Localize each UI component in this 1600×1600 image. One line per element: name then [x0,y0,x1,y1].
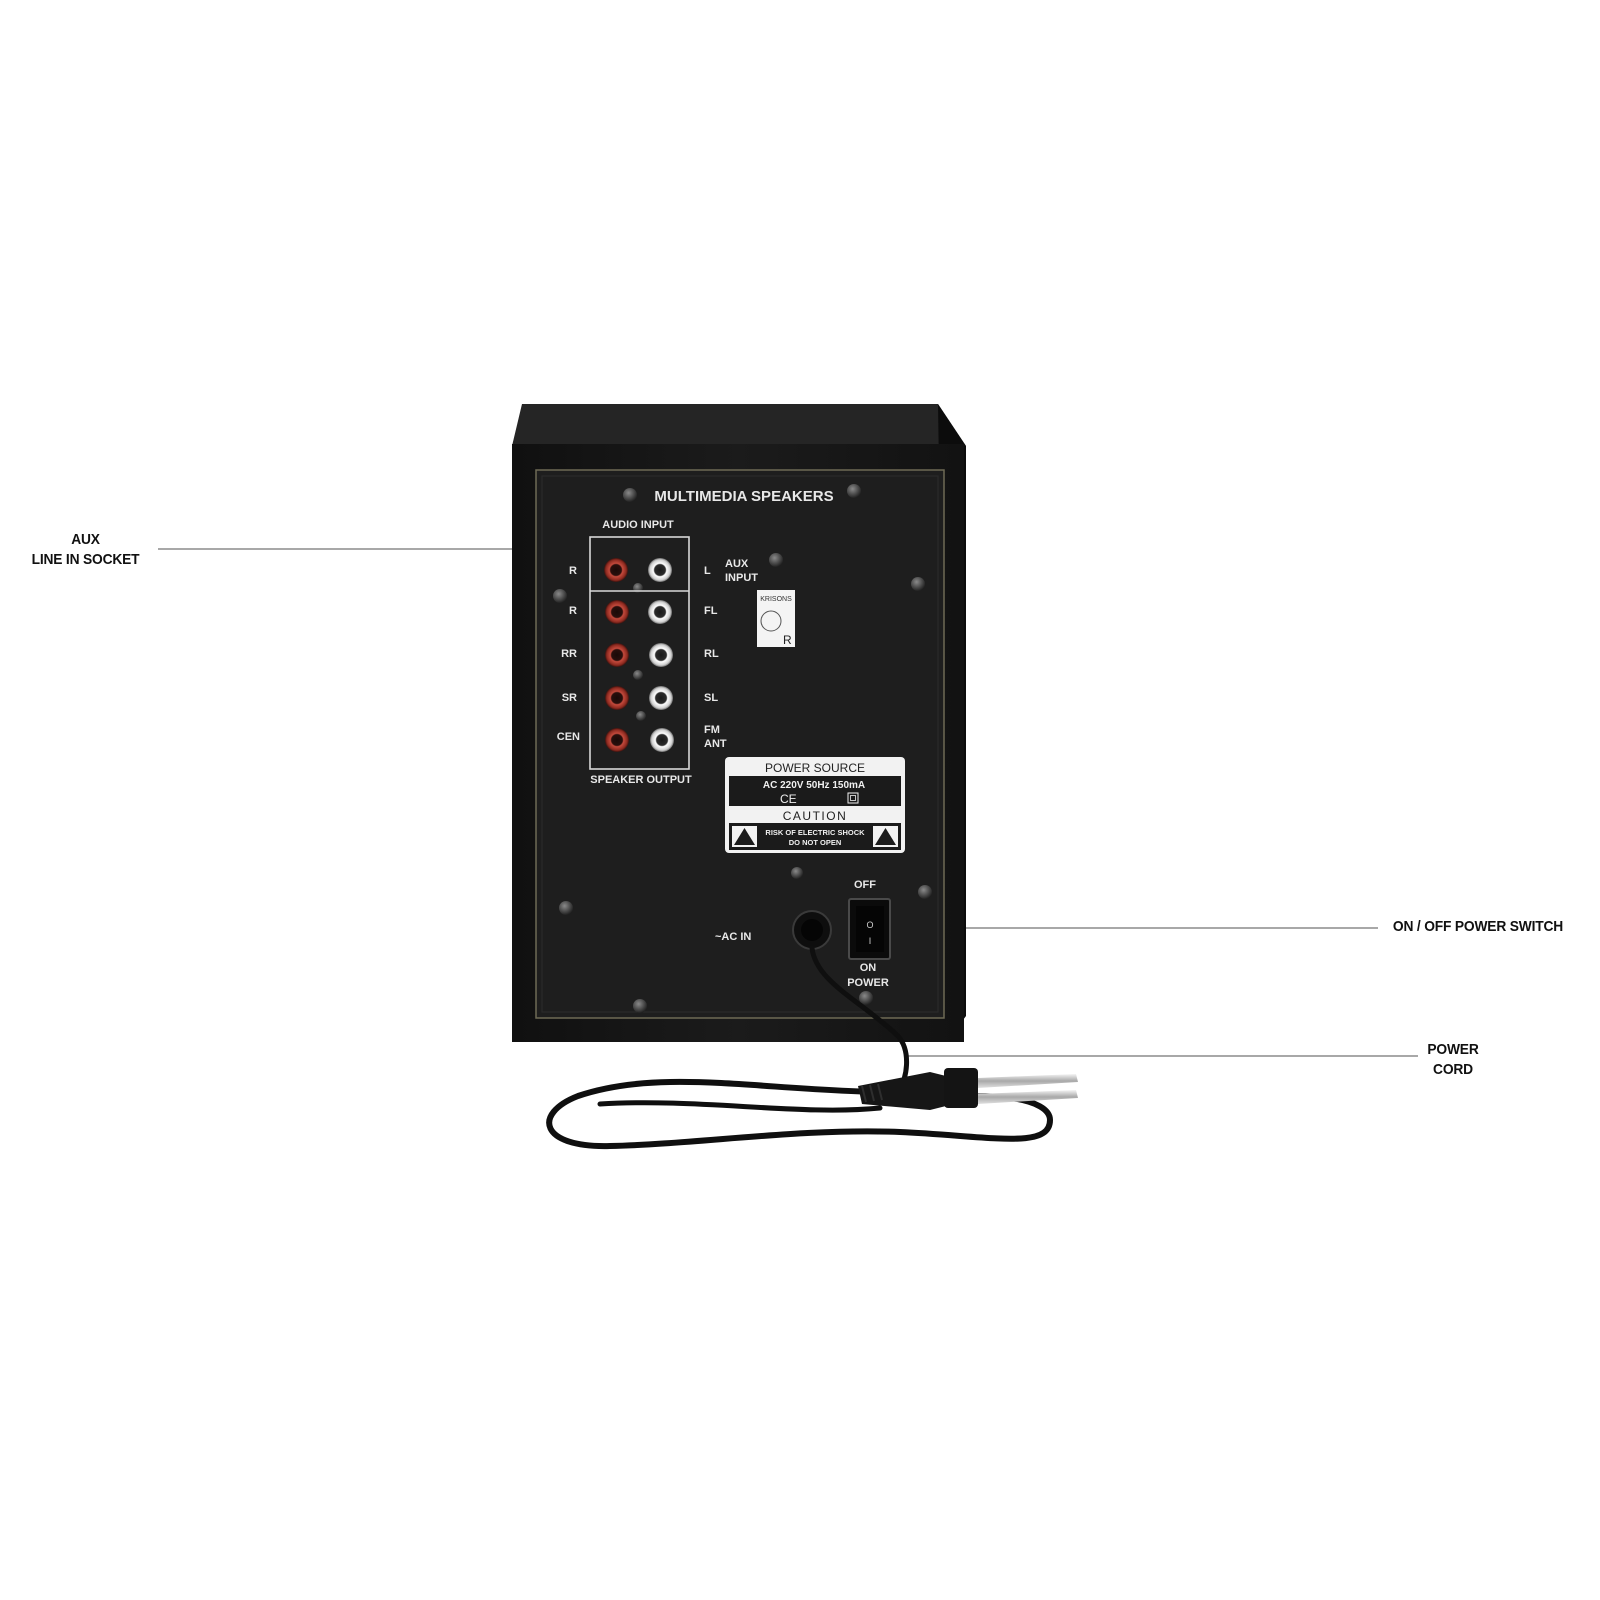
jack-label-right-extra: ANT [704,738,727,750]
rca-jack-red-icon [605,643,629,667]
screw-icon [791,867,803,879]
leader-line-cord [908,1055,1418,1057]
aux-input-label-line1: AUX [725,558,749,570]
aux-input-label-line2: INPUT [725,572,758,584]
ce-mark: CE [780,792,797,806]
callout-switch-line1: ON / OFF POWER SWITCH [1392,918,1564,935]
jack-label-left-3: SR [562,692,577,704]
switch-power-label: POWER [847,977,889,989]
jack-label-right-3: SL [704,692,718,704]
callout-aux-line-in: AUX LINE IN SOCKET [23,530,147,570]
callout-cord-line1: POWER [1427,1041,1479,1058]
cabinet-top-face [512,404,966,446]
screw-icon [633,999,647,1013]
audio-input-label: AUDIO INPUT [602,519,674,531]
power-source-label: POWER SOURCE AC 220V 50Hz 150mA CE CAUTI… [725,757,905,853]
screw-icon [559,901,573,915]
power-source-header: POWER SOURCE [765,761,865,775]
jack-label-right-2: RL [704,648,719,660]
qc-sticker: KRISONS R [757,590,795,647]
callout-power-cord: POWER CORD [1412,1040,1495,1080]
screw-icon [911,577,925,591]
switch-on-symbol: I [869,936,872,946]
screw-icon [769,553,783,567]
rca-jack-red-icon [605,686,629,710]
callout-cord-line2: CORD [1433,1061,1473,1078]
rca-jacks[interactable] [604,558,674,752]
switch-on-label: ON [860,962,877,974]
jack-label-right-0: L [704,565,711,577]
screw-icon [553,589,567,603]
rca-jack-white-icon [648,558,672,582]
jack-label-right-4: FM [704,724,720,736]
caution-text: CAUTION [783,809,848,823]
exclamation-warning-icon [875,828,896,845]
screw-icon [859,991,873,1005]
screw-icon [623,488,637,502]
power-cord [546,945,1054,1150]
rca-jack-white-icon [648,600,672,624]
lightning-warning-icon [734,828,755,845]
ac-in-label: ~AC IN [715,931,751,943]
leader-line-switch [888,927,1378,929]
jack-label-left-2: RR [561,648,577,660]
rca-jack-red-icon [605,728,629,752]
power-plug-icon [858,1068,1078,1110]
jack-label-left-0: R [569,565,577,577]
callout-aux-line2: LINE IN SOCKET [31,551,140,568]
callout-aux-line1: AUX [71,531,100,548]
speaker-output-label: SPEAKER OUTPUT [590,774,692,786]
jack-label-left-1: R [569,605,577,617]
panel-title: MULTIMEDIA SPEAKERS [654,488,833,505]
screw-icon [847,484,861,498]
screw-icon [636,711,646,721]
rca-jack-white-icon [649,643,673,667]
rca-jack-white-icon [650,728,674,752]
screw-icon [918,885,932,899]
power-rocker-switch[interactable]: O I [848,898,891,960]
rca-jack-white-icon [649,686,673,710]
callout-power-switch: ON / OFF POWER SWITCH [1386,917,1570,937]
leader-line-aux [158,548,588,550]
jack-label-right-1: FL [704,605,718,617]
sticker-mark: R [783,633,792,647]
rca-jack-red-icon [605,600,629,624]
warning-line1: RISK OF ELECTRIC SHOCK [765,828,865,837]
double-insulation-icon [847,792,859,804]
rca-jack-red-icon [604,558,628,582]
jack-frame [589,536,690,770]
sticker-brand: KRISONS [760,596,792,603]
switch-off-label: OFF [854,879,876,891]
screw-icon [633,670,643,680]
jack-label-left-4: CEN [557,731,580,743]
switch-off-symbol: O [866,920,873,930]
warning-line2: DO NOT OPEN [789,838,842,847]
power-rating: AC 220V 50Hz 150mA [763,780,865,791]
panel-screws [553,484,932,1013]
